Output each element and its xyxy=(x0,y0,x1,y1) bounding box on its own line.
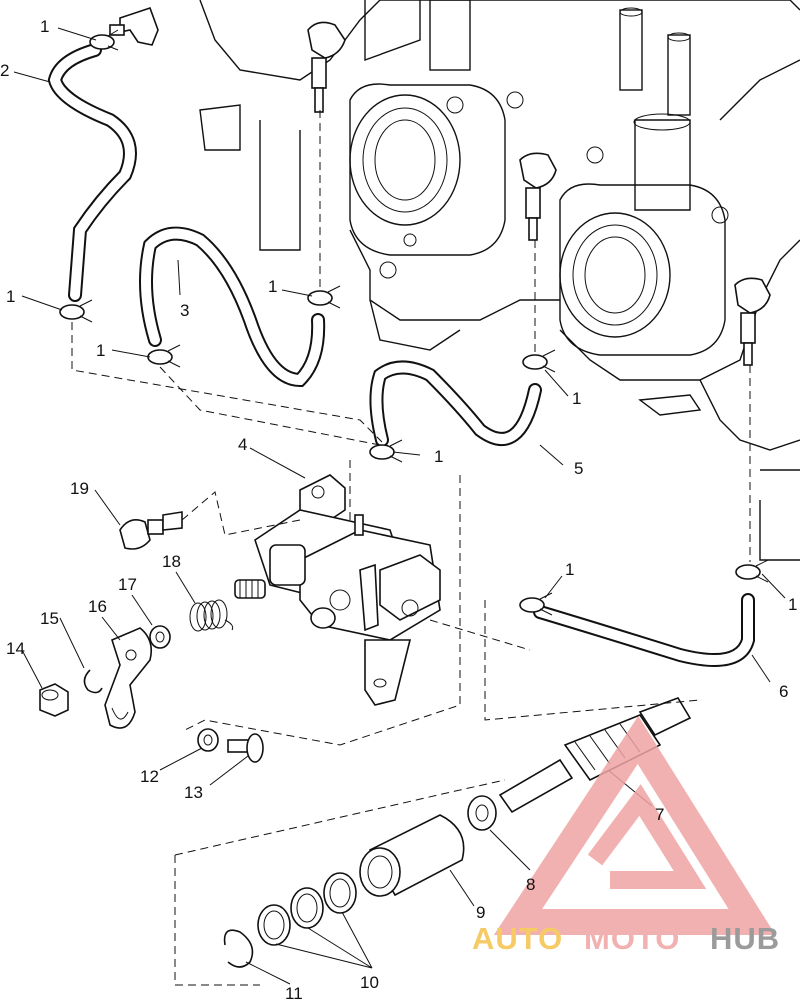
engine-block xyxy=(199,0,800,561)
hose-clamp xyxy=(89,29,119,51)
callout-9: 9 xyxy=(476,903,485,922)
guide-lines xyxy=(71,110,751,986)
callout-19: 19 xyxy=(70,479,89,498)
washer-12 xyxy=(197,728,219,752)
callout-3: 3 xyxy=(180,301,189,320)
callout-13: 13 xyxy=(184,783,203,802)
watermark-text-moto: MOTO xyxy=(584,921,680,956)
hose-clamps xyxy=(59,29,769,616)
circlip-15 xyxy=(83,669,103,694)
callout-11: 11 xyxy=(285,984,303,1001)
circlip-11 xyxy=(223,929,254,968)
screw-13 xyxy=(227,733,264,763)
callout-1: 1 xyxy=(572,389,581,408)
watermark-text-hub: HUB xyxy=(710,921,780,956)
watermark-triangle xyxy=(493,715,776,935)
callout-2: 2 xyxy=(0,61,9,80)
hose-clamp xyxy=(519,592,553,616)
hose-clamp xyxy=(369,439,403,463)
o-rings-10 xyxy=(257,872,357,946)
hose-clamp xyxy=(147,344,181,368)
callout-16: 16 xyxy=(88,597,107,616)
callout-14: 14 xyxy=(6,639,25,658)
sleeve-9 xyxy=(359,814,465,897)
callout-18: 18 xyxy=(162,552,181,571)
callout-6: 6 xyxy=(779,682,788,701)
washer-8 xyxy=(467,795,497,831)
engine-fittings xyxy=(109,6,771,366)
callout-1: 1 xyxy=(788,595,797,614)
callout-7: 7 xyxy=(655,805,664,824)
callout-10: 10 xyxy=(360,973,379,992)
watermark-g-shape xyxy=(587,784,707,889)
automotohub-watermark: AUTO MOTO HUB xyxy=(472,715,780,956)
callout-1: 1 xyxy=(434,447,443,466)
callout-5: 5 xyxy=(574,459,583,478)
callout-12: 12 xyxy=(140,767,159,786)
leader-lines xyxy=(13,27,786,985)
callout-15: 15 xyxy=(40,609,59,628)
callout-17: 17 xyxy=(118,575,137,594)
hoses xyxy=(47,43,755,667)
callout-8: 8 xyxy=(526,875,535,894)
callout-4: 4 xyxy=(238,435,247,454)
callout-1: 1 xyxy=(268,277,277,296)
callout-1: 1 xyxy=(6,287,15,306)
washer-17 xyxy=(149,625,171,649)
lever-16 xyxy=(104,627,153,729)
hose-clamp xyxy=(735,559,769,583)
callout-1: 1 xyxy=(96,341,105,360)
spring-18 xyxy=(189,599,234,632)
hose-clamp xyxy=(307,285,341,309)
hose-clamp xyxy=(59,299,93,323)
oil-pump xyxy=(234,474,441,706)
callout-1: 1 xyxy=(40,17,49,36)
watermark-text-auto: AUTO xyxy=(472,921,563,956)
callout-labels: 1 2 1 1 3 1 1 1 5 4 19 18 17 16 15 14 1 … xyxy=(0,17,797,1001)
screw-19 xyxy=(119,511,183,550)
nut-14 xyxy=(39,683,69,717)
hose-clamp xyxy=(522,349,556,373)
callout-1: 1 xyxy=(565,560,574,579)
